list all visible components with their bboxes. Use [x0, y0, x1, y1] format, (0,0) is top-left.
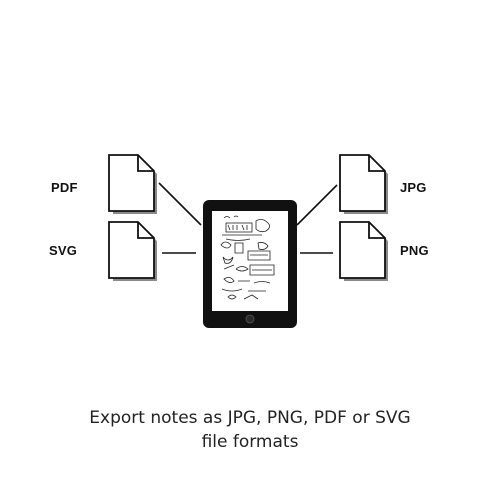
svg-label: SVG: [49, 243, 78, 258]
pdf-document-icon: [108, 154, 157, 214]
svg-document-icon: [108, 221, 157, 281]
caption-line-2: file formats: [201, 432, 299, 452]
connector-jpg: [296, 184, 338, 226]
sketch-drawing: [220, 215, 275, 300]
tablet-icon: [203, 200, 297, 328]
caption-line-1: Export notes as JPG, PNG, PDF or SVG: [89, 408, 411, 428]
png-document-icon: [339, 221, 388, 281]
pdf-label: PDF: [51, 180, 78, 195]
connector-pdf: [158, 182, 202, 226]
jpg-label: JPG: [400, 180, 427, 195]
jpg-document-icon: [339, 154, 388, 214]
png-label: PNG: [400, 243, 429, 258]
